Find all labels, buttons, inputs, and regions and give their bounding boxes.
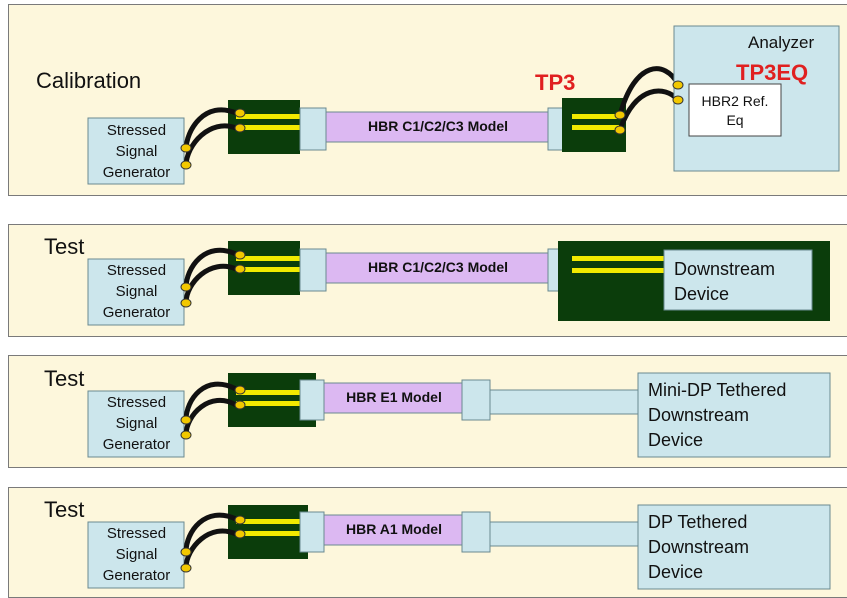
tether-cable (489, 389, 639, 415)
model-label: HBR C1/C2/C3 Model (367, 118, 509, 134)
connector (234, 385, 246, 395)
generator-label: Stressed Signal Generator (102, 262, 171, 321)
trace (236, 519, 302, 524)
tp3-label: TP3 (535, 70, 576, 95)
generator-box (87, 258, 185, 326)
model-label: HBR A1 Model (346, 521, 442, 537)
connector (180, 547, 192, 557)
device-label: DP Tethered Downstream Device (648, 512, 750, 582)
test2-heading: Test (44, 366, 85, 391)
plug-right (461, 379, 491, 421)
plug-right (461, 511, 491, 553)
generator-label: Stressed Signal Generator (102, 525, 171, 584)
test1-graphics (87, 241, 830, 326)
connector (234, 108, 246, 118)
connector (180, 282, 192, 292)
model-label: HBR E1 Model (346, 389, 442, 405)
cable (183, 528, 238, 569)
tether-cable (489, 521, 639, 547)
test3-heading: Test (44, 497, 85, 522)
generator-label: Stressed Signal Generator (102, 394, 171, 453)
plug-left (299, 248, 327, 292)
generator-label: Stressed Signal Generator (102, 122, 171, 181)
calibration-heading: Calibration (36, 68, 142, 93)
connector (234, 123, 246, 133)
ref-eq-label: HBR2 Ref. Eq (701, 93, 769, 128)
connector (614, 110, 626, 120)
trace (236, 401, 308, 406)
trace (572, 125, 622, 130)
connector (234, 515, 246, 525)
plug-left (299, 511, 325, 553)
test3-graphics (87, 504, 831, 590)
trace (236, 256, 300, 261)
trace (236, 390, 308, 395)
model-box (323, 382, 465, 414)
connector (234, 264, 246, 274)
tp3eq-label: TP3EQ (736, 60, 809, 85)
cable (183, 123, 237, 167)
trace (572, 114, 622, 119)
model-box (325, 252, 551, 284)
calibration-graphics (87, 25, 840, 185)
cable (183, 263, 237, 304)
connector (180, 415, 192, 425)
analyzer-label: Analyzer (748, 33, 815, 52)
test2-graphics (87, 372, 831, 458)
trace (236, 125, 300, 130)
connector (234, 400, 246, 410)
connector (180, 298, 192, 308)
connector (672, 80, 684, 90)
cable (183, 381, 238, 421)
generator-box (87, 117, 185, 185)
connector (234, 250, 246, 260)
connector (180, 160, 192, 170)
connector (180, 430, 192, 440)
connector (234, 529, 246, 539)
device-label: Downstream Device (674, 259, 776, 304)
generator-box (87, 390, 185, 458)
connector (180, 143, 192, 153)
ref-eq-box (688, 83, 782, 137)
cable (617, 66, 681, 116)
cable (183, 512, 238, 553)
test1-heading: Test (44, 234, 85, 259)
model-label: HBR C1/C2/C3 Model (367, 259, 509, 275)
trace (572, 256, 666, 261)
device-box (637, 504, 831, 590)
connector (672, 95, 684, 105)
trace (236, 531, 302, 536)
cable (183, 397, 238, 436)
plug-left (299, 379, 325, 421)
model-box (323, 514, 465, 546)
trace (236, 267, 300, 272)
device-label: Mini-DP Tethered Downstream Device (648, 380, 787, 450)
generator-box (87, 521, 185, 589)
connector (180, 563, 192, 573)
cable (183, 247, 238, 289)
plug-left (299, 107, 327, 151)
device-box (663, 249, 813, 311)
trace (236, 114, 300, 119)
connector (614, 125, 626, 135)
trace (572, 268, 666, 273)
device-box (637, 372, 831, 458)
